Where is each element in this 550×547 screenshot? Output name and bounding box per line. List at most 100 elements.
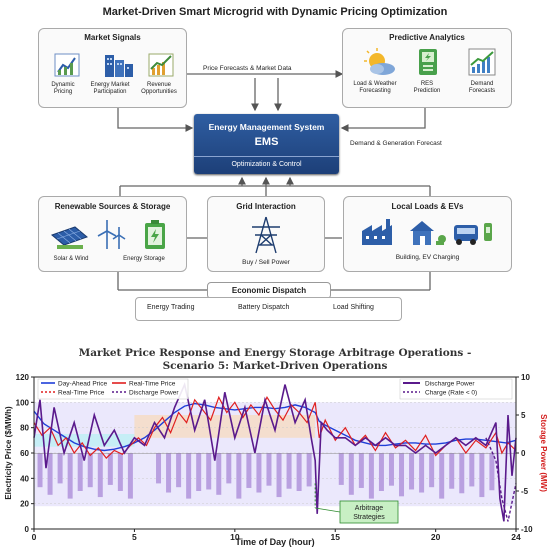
charge-bar — [429, 453, 435, 488]
predictive-analytics-title: Predictive Analytics — [389, 33, 465, 42]
legend-right-label: Discharge Power — [425, 381, 475, 388]
charge-bar — [176, 453, 182, 488]
charge-bar — [166, 453, 172, 493]
arrow-predictive-to-ems — [340, 106, 426, 132]
renewables-icons — [51, 220, 165, 249]
ev-car-icon — [454, 223, 492, 245]
charge-bar — [286, 453, 292, 489]
charge-bar — [196, 453, 202, 491]
charge-bar — [469, 453, 475, 487]
building-ev-label: Building, EV Charging — [395, 254, 460, 261]
x-tick-label: 20 — [431, 532, 441, 542]
charge-bar — [246, 453, 252, 488]
y-left-tick-label: 20 — [20, 500, 29, 509]
charge-bar — [156, 453, 162, 484]
legend-right-box — [399, 378, 513, 400]
price-forecasts-label: Price Forecasts & Market Data — [203, 65, 292, 72]
demand-forecast-icon — [468, 48, 496, 76]
economic-dispatch-box: Energy Trading Battery Dispatch Load Shi… — [135, 297, 402, 321]
charge-bar — [276, 453, 282, 498]
charge-bar — [409, 453, 415, 490]
diagram-title: Market-Driven Smart Microgrid with Dynam… — [102, 6, 448, 18]
x-tick-label: 0 — [32, 532, 37, 542]
y-left-tick-label: 120 — [16, 373, 30, 382]
dynamic-pricing-label: Dynamic Pricing — [51, 82, 75, 95]
x-tick-label: 10 — [230, 532, 240, 542]
solar-wind-label: Solar & Wind — [53, 256, 89, 262]
buy-sell-label: Buy / Sell Power — [242, 259, 290, 266]
y-right-tick-label: 10 — [521, 373, 530, 382]
charge-bar — [266, 453, 272, 486]
y-left-tick-label: 40 — [20, 474, 29, 483]
charge-bar — [206, 453, 212, 490]
charge-bar — [439, 453, 445, 499]
demand-generation-label: Demand & Generation Forecast — [350, 140, 442, 147]
charge-bar — [57, 453, 63, 484]
charge-bar — [489, 453, 495, 491]
x-tick-label: 5 — [132, 532, 137, 542]
charge-bar — [479, 453, 485, 498]
charge-bar — [399, 453, 405, 497]
charge-bar — [47, 453, 53, 495]
charge-bar — [77, 453, 83, 491]
charge-bar — [87, 453, 93, 488]
charge-bar — [226, 453, 232, 484]
charge-bar — [459, 453, 465, 494]
charge-bar — [368, 453, 374, 499]
weather-icon — [364, 48, 395, 75]
market-signals-box: Market Signals Dynamic Pricing Energy Ma… — [38, 28, 187, 108]
load-shifting-label: Load Shifting — [333, 304, 374, 311]
y-left-tick-label: 60 — [20, 449, 29, 458]
grid-interaction-box: Grid Interaction Buy / Sell Power — [207, 196, 325, 272]
energy-trading-label: Energy Trading — [147, 304, 195, 311]
charge-bar — [117, 453, 123, 491]
revenue-label: Revenue Opportunities — [141, 82, 177, 95]
battery-storage-icon — [145, 220, 165, 249]
ems-block: Energy Management System EMS Optimizatio… — [194, 114, 339, 174]
charge-bar — [306, 453, 312, 487]
revenue-chart-icon — [148, 53, 174, 77]
charge-bar — [358, 453, 364, 488]
energy-storage-label: Energy Storage — [123, 256, 165, 262]
legend-left-label: Real-Time Price — [129, 381, 176, 388]
renewables-title: Renewable Sources & Storage — [54, 202, 171, 211]
house-icon — [410, 221, 446, 245]
legend-left-label: Discharge Power — [129, 390, 179, 397]
legend-right-label: Charge (Rate < 0) — [425, 390, 477, 397]
ems-acronym: EMS — [254, 136, 279, 148]
loads-icons — [362, 219, 492, 245]
demand-forecasts-label: Demand Forecasts — [468, 81, 496, 94]
y-left-tick-label: 100 — [16, 398, 30, 407]
charge-bar — [388, 453, 394, 486]
charge-bar — [378, 453, 384, 491]
legend-left-label: Day-Ahead Price — [58, 381, 108, 388]
renewables-box: Renewable Sources & Storage Solar & Wind… — [38, 196, 187, 272]
y-left-tick-label: 0 — [25, 525, 30, 534]
ems-subtitle: Optimization & Control — [231, 161, 302, 168]
x-axis-label: Time of Day (hour) — [235, 537, 314, 547]
factory-icon — [362, 219, 392, 245]
chart-title-line2: Scenario 5: Market-Driven Operations — [162, 360, 388, 372]
predictive-analytics-box: Predictive Analytics Load & Weather Fore… — [342, 28, 512, 108]
local-loads-title: Local Loads & EVs — [391, 202, 464, 211]
market-signals-icons — [54, 53, 174, 77]
chart-title-line1: Market Price Response and Energy Storage… — [78, 347, 472, 359]
energy-market-label: Energy Market Participation — [90, 82, 130, 95]
charge-bar — [256, 453, 262, 493]
charge-bar — [37, 453, 43, 488]
annotation-text-2: Strategies — [353, 514, 385, 521]
charge-bar — [449, 453, 455, 489]
solar-panel-icon — [51, 226, 88, 249]
ems-title: Energy Management System — [208, 122, 325, 132]
load-weather-label: Load & Weather Forecasting — [353, 81, 397, 94]
charge-bar — [67, 453, 73, 499]
y-right-tick-label: 5 — [521, 411, 526, 420]
legend-left-label: Real-Time Price — [58, 390, 105, 397]
wind-turbine-icon — [97, 220, 126, 249]
market-signals-title: Market Signals — [84, 33, 141, 42]
local-loads-box: Local Loads & EVs Building, EV Charging — [343, 196, 512, 272]
y-left-axis-label: Electricity Price ($/MWh) — [4, 406, 13, 500]
real-time-price-line — [33, 395, 517, 459]
x-tick-label: 24 — [511, 532, 521, 542]
